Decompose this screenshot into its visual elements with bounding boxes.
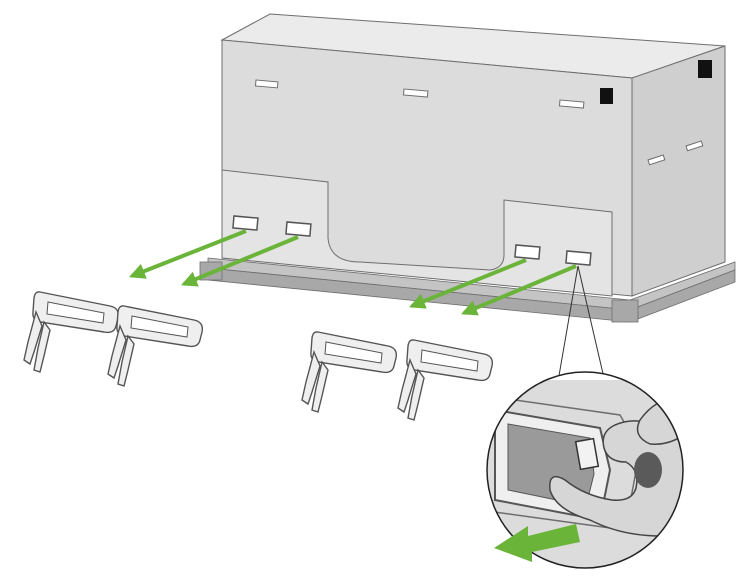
clip-tab [574, 437, 600, 471]
handle-clip-icon [23, 291, 120, 373]
handle-slot [514, 244, 541, 260]
printer-box [220, 13, 726, 297]
slot-icon [558, 99, 585, 109]
box-slots [232, 79, 704, 266]
green-removal-arrow-icon [461, 264, 577, 316]
slot-icon [647, 154, 666, 166]
label-square [600, 88, 613, 104]
slot-icon [402, 88, 429, 98]
pallet [199, 257, 736, 323]
green-removal-arrow-icon [129, 229, 247, 279]
green-removal-arrow-icon [181, 235, 299, 287]
handle-clip-icon [397, 339, 494, 421]
removal-arrows [129, 229, 577, 316]
handle-clip-icon [107, 305, 204, 387]
handle-slot [285, 221, 312, 237]
handle-slot [232, 215, 259, 231]
green-removal-arrow-icon [409, 258, 527, 309]
box-side-face [631, 45, 726, 297]
handle-slot [565, 250, 592, 266]
zoom-callout-lines [555, 265, 605, 394]
slot-icon [254, 79, 279, 89]
label-square [698, 60, 712, 78]
zoom-detail [486, 371, 684, 569]
slot-icon [685, 140, 704, 152]
green-removal-arrow-icon [494, 524, 580, 562]
pallet-block-right [611, 299, 639, 323]
handle-clip-icon [301, 331, 398, 413]
